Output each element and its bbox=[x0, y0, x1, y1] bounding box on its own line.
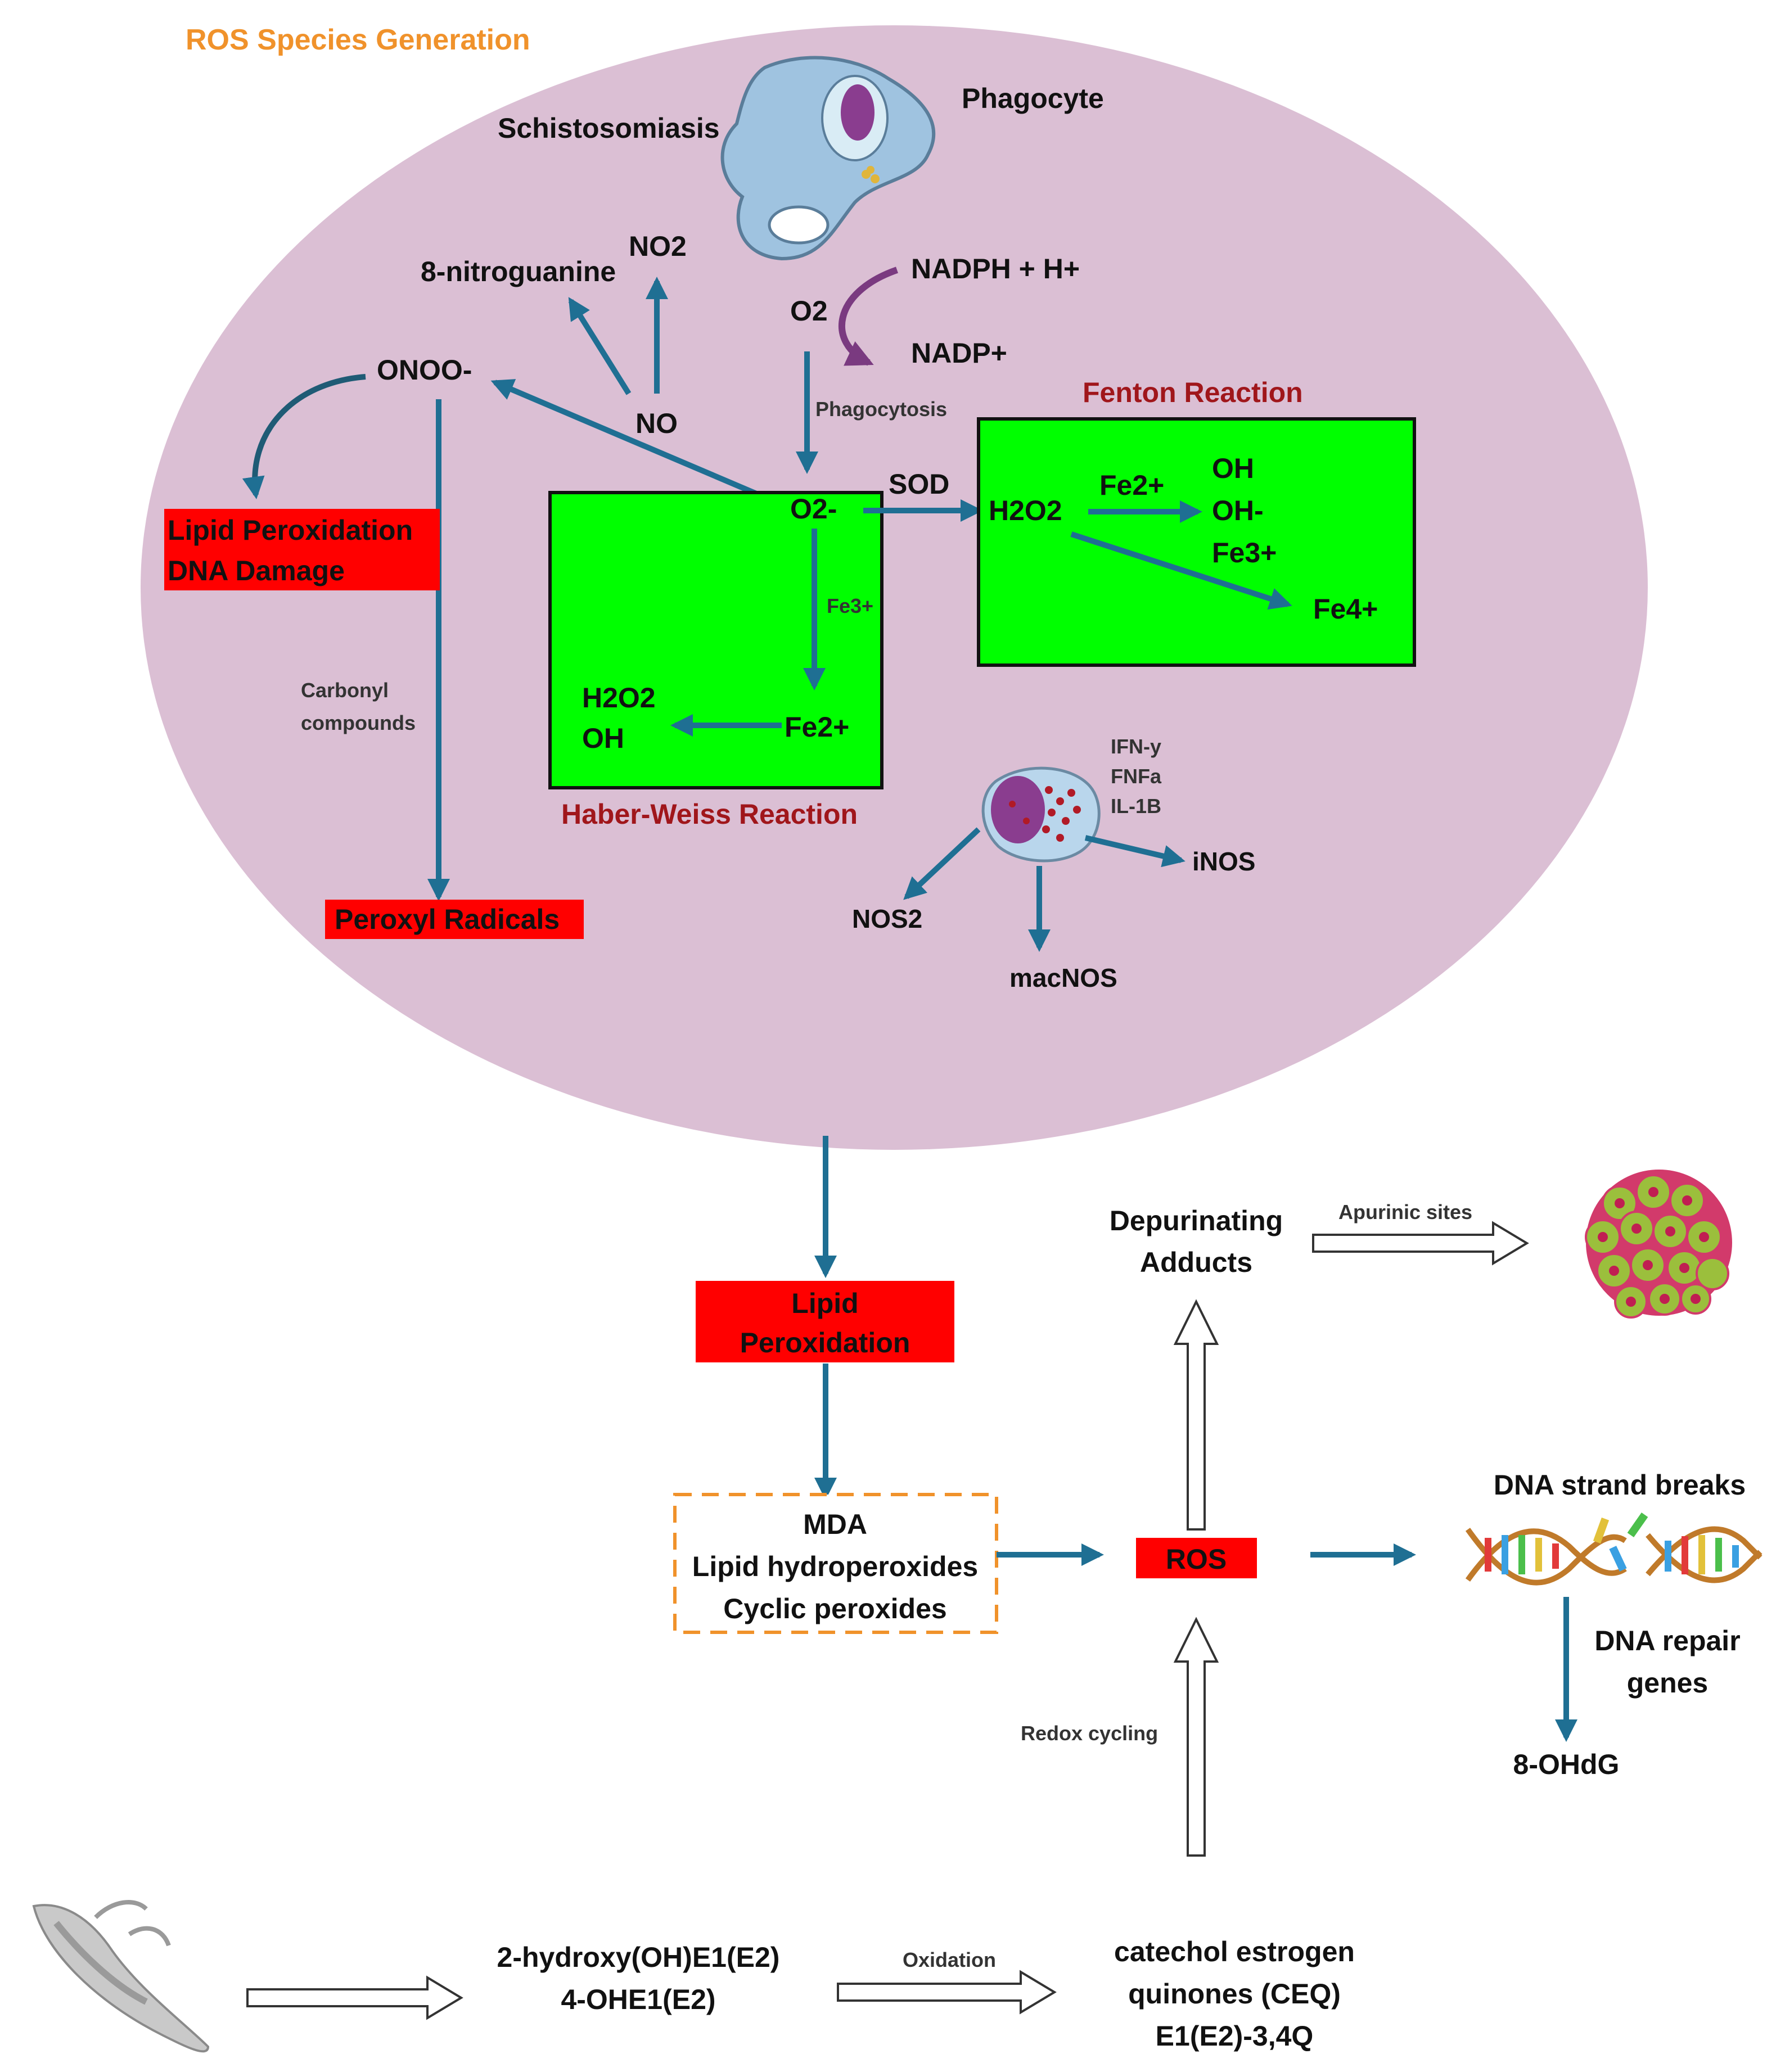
fenton-reaction-title: Fenton Reaction bbox=[1083, 377, 1303, 408]
oh-hw-label: OH bbox=[582, 723, 624, 754]
hydroxy-line2-label: 4-OHE1(E2) bbox=[561, 1984, 715, 2015]
macrophage-cell-icon bbox=[981, 766, 1101, 863]
h2o2-hw-label: H2O2 bbox=[582, 682, 656, 714]
no-label: NO bbox=[635, 408, 678, 439]
peroxyl-radicals-label: Peroxyl Radicals bbox=[335, 904, 560, 935]
schistosomiasis-label: Schistosomiasis bbox=[498, 112, 720, 144]
ros-box bbox=[1136, 1538, 1257, 1578]
dna-strand-breaks-label: DNA strand breaks bbox=[1494, 1469, 1746, 1501]
dna-repair-line2-label: genes bbox=[1627, 1667, 1709, 1699]
o2minus-to-onoo-arrow bbox=[490, 379, 780, 506]
ohdg-label: 8-OHdG bbox=[1513, 1749, 1620, 1780]
phagocyte-cell-icon bbox=[720, 56, 936, 261]
oh-minus-fenton-label: OH- bbox=[1212, 495, 1264, 526]
nos2-label: NOS2 bbox=[852, 904, 922, 933]
nitroguanine-label: 8-nitroguanine bbox=[421, 256, 616, 287]
dna-repair-line1-label: DNA repair bbox=[1594, 1625, 1740, 1656]
nadph-curved-arrow bbox=[839, 267, 898, 366]
fe2-hw-label: Fe2+ bbox=[785, 711, 849, 743]
mda-dashed-box bbox=[673, 1493, 998, 1634]
ros-generation-ellipse bbox=[141, 25, 1648, 1150]
dna-damage-top-label: DNA Damage bbox=[168, 555, 345, 586]
onoo-label: ONOO- bbox=[377, 354, 472, 386]
fe3-fenton-label: Fe3+ bbox=[1212, 537, 1277, 568]
ceq-line2-label: quinones (CEQ) bbox=[1128, 1978, 1341, 2010]
lipid-peroxidation-box bbox=[696, 1281, 954, 1362]
oh-fenton-label: OH bbox=[1212, 453, 1254, 484]
onoo-to-lipid-curved-arrow bbox=[242, 374, 366, 499]
inos-label: iNOS bbox=[1192, 847, 1255, 876]
peroxyl-radicals-box bbox=[325, 900, 584, 939]
mda-label: MDA bbox=[803, 1509, 867, 1540]
fnfa-label: FNFa bbox=[1111, 765, 1162, 788]
oxidation-label: Oxidation bbox=[903, 1948, 996, 1971]
depurinating-label: Depurinating bbox=[1110, 1205, 1283, 1236]
hydroxy-line1-label: 2-hydroxy(OH)E1(E2) bbox=[497, 1942, 780, 1973]
fe4-fenton-label: Fe4+ bbox=[1313, 593, 1378, 625]
schistosome-worm-icon bbox=[32, 1900, 210, 2053]
ceq-line1-label: catechol estrogen bbox=[1114, 1936, 1355, 1967]
carbonyl-label: Carbonyl bbox=[301, 679, 389, 702]
o2-label: O2 bbox=[790, 295, 828, 327]
lipid-box-line2: Peroxidation bbox=[740, 1327, 910, 1358]
il1b-label: IL-1B bbox=[1111, 795, 1161, 818]
adducts-label: Adducts bbox=[1140, 1247, 1252, 1278]
macrophage-to-nos2-arrow bbox=[903, 827, 981, 900]
fenton-box bbox=[977, 417, 1416, 667]
no-to-nitroguanine-arrow bbox=[568, 297, 632, 395]
nadp-label: NADP+ bbox=[911, 337, 1007, 369]
compounds-label: compounds bbox=[301, 711, 416, 734]
h2o2-fenton-label: H2O2 bbox=[989, 495, 1062, 526]
redox-cycling-label: Redox cycling bbox=[1021, 1722, 1158, 1745]
h2o2-to-fe4-arrow bbox=[1070, 531, 1292, 610]
apurinic-sites-label: Apurinic sites bbox=[1338, 1200, 1472, 1224]
worm-to-hydroxy-hollow-arrow bbox=[246, 1975, 463, 2020]
ceq-to-ros-hollow-arrow bbox=[1173, 1617, 1219, 1857]
ifn-label: IFN-y bbox=[1111, 735, 1161, 758]
no2-label: NO2 bbox=[629, 231, 687, 262]
lipid-box-line1: Lipid bbox=[791, 1288, 858, 1319]
ceq-line3-label: E1(E2)-3,4Q bbox=[1156, 2020, 1314, 2052]
o2-minus-label: O2- bbox=[790, 493, 837, 525]
fe2-fenton-label: Fe2+ bbox=[1099, 470, 1164, 501]
fe3-hw-label: Fe3+ bbox=[827, 594, 873, 617]
phagocytosis-label: Phagocytosis bbox=[815, 398, 947, 421]
hydroxy-to-ceq-hollow-arrow bbox=[837, 1970, 1057, 2015]
lipid-peroxidation-top-label: Lipid Peroxidation bbox=[168, 514, 413, 546]
ros-to-depurinating-hollow-arrow bbox=[1173, 1299, 1219, 1531]
depurinating-to-tumor-hollow-arrow bbox=[1312, 1221, 1529, 1266]
ros-species-title: ROS Species Generation bbox=[186, 24, 530, 56]
cyclic-peroxides-label: Cyclic peroxides bbox=[723, 1593, 946, 1624]
nadph-label: NADPH + H+ bbox=[911, 253, 1080, 285]
lipid-hydroperoxides-label: Lipid hydroperoxides bbox=[692, 1551, 978, 1582]
ros-label: ROS bbox=[1166, 1543, 1227, 1575]
lipid-dna-damage-box bbox=[164, 509, 440, 590]
tumor-cluster-icon bbox=[1585, 1170, 1732, 1319]
macnos-label: macNOS bbox=[1009, 963, 1117, 992]
sod-label: SOD bbox=[889, 468, 949, 500]
haber-weiss-title: Haber-Weiss Reaction bbox=[561, 798, 858, 830]
macrophage-to-inos-arrow bbox=[1084, 835, 1185, 868]
phagocyte-label: Phagocyte bbox=[962, 83, 1104, 114]
dna-helix-icon bbox=[1465, 1512, 1763, 1586]
haber-weiss-box bbox=[548, 491, 884, 789]
